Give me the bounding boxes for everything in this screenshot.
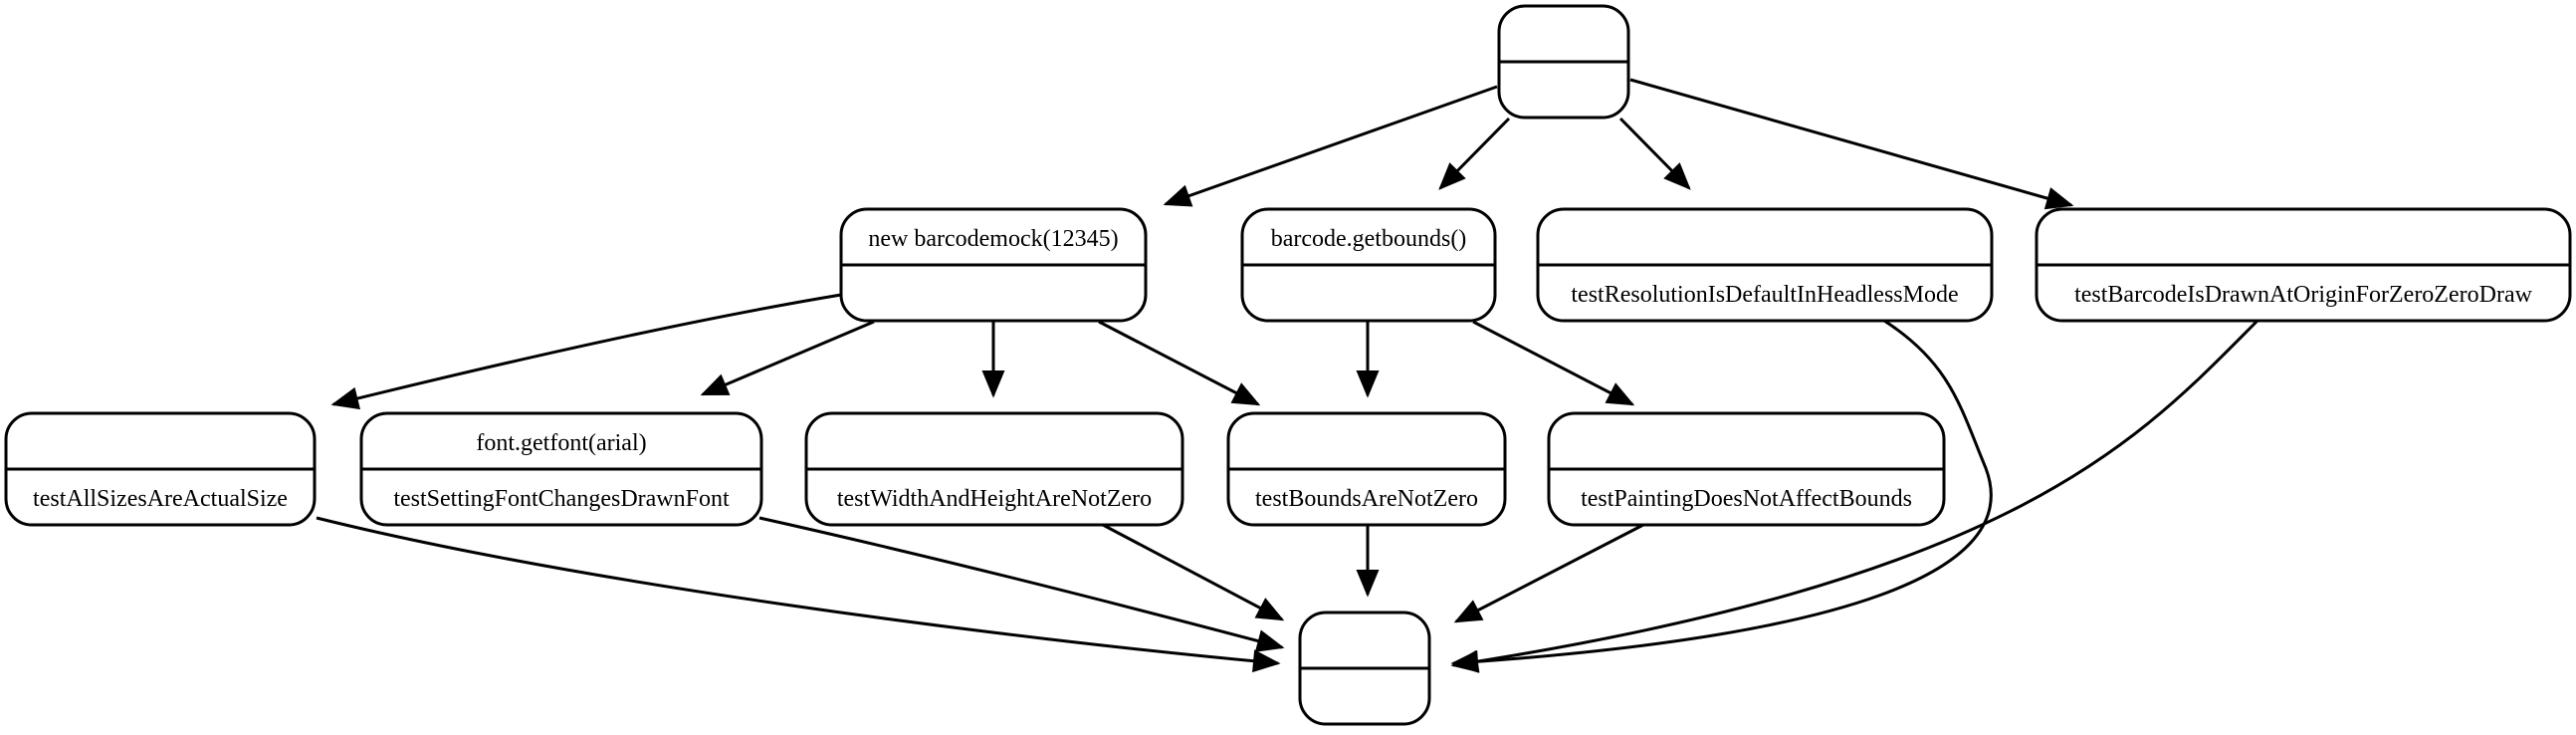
node-end[interactable] [1298,611,1431,726]
edge-test-barcode-origin-to-end [1450,319,2259,673]
nodes-layer: new barcodemock(12345) barcode.getbounds(… [4,4,2572,726]
node-label: testResolutionIsDefaultInHeadlessMode [1571,282,1958,308]
node-label: testAllSizesAreActualSize [33,486,288,512]
arrowhead-icon [1254,629,1285,652]
edge-line [1472,320,1633,406]
edge-new-barcodemock-to-test-all-sizes [330,293,842,410]
edge-line [758,516,1283,649]
edge-line [1098,320,1259,406]
edge-line [316,516,1279,665]
node-barcode-getbounds[interactable]: barcode.getbounds() [1240,207,1497,323]
edge-test-all-sizes-to-end [316,516,1281,673]
node-title: font.getfont(arial) [476,430,646,456]
arrowhead-icon [1254,598,1285,621]
edge-line [1452,319,1993,665]
edge-test-width-height-to-end [1102,523,1285,621]
node-label: testSettingFontChangesDrawnFont [393,486,730,512]
arrowhead-icon [700,373,731,396]
node-test-all-sizes[interactable]: testAllSizesAreActualSize [4,411,317,527]
node-new-barcodemock[interactable]: new barcodemock(12345) [839,207,1148,323]
arrowhead-icon [2043,187,2074,210]
edge-line [1455,523,1644,623]
arrowhead-icon [1230,382,1261,406]
node-test-bounds[interactable]: testBoundsAreNotZero [1226,411,1507,527]
node-label: testBoundsAreNotZero [1255,486,1478,512]
node-start[interactable] [1497,4,1630,120]
node-test-width-height[interactable]: testWidthAndHeightAreNotZero [804,411,1184,527]
edge-barcode-getbounds-to-test-bounds [1356,322,1380,398]
node-test-resolution[interactable]: testResolutionIsDefaultInHeadlessMode [1536,207,1994,323]
edge-start-to-barcode-getbounds [1438,117,1511,190]
arrowhead-icon [1252,649,1281,673]
edge-start-to-test-resolution [1618,117,1691,190]
arrowhead-icon [1453,600,1484,623]
edge-barcode-getbounds-to-test-painting [1472,320,1635,406]
edge-line [332,293,842,406]
edge-font-getfont-to-end [758,516,1285,652]
arrowhead-icon [1663,162,1691,190]
edge-line [1102,523,1283,621]
node-test-painting[interactable]: testPaintingDoesNotAffectBounds [1547,411,1946,527]
edge-test-bounds-to-end [1356,526,1380,598]
edge-start-to-new-barcodemock [1163,85,1498,207]
node-title: new barcodemock(12345) [868,226,1118,252]
node-label: testBarcodeIsDrawnAtOriginForZeroZeroDra… [2074,282,2533,308]
edge-line [1452,319,2259,667]
arrowhead-icon [1163,184,1193,207]
arrowhead-icon [1356,570,1380,598]
node-title: barcode.getbounds() [1271,226,1467,252]
node-label: testPaintingDoesNotAffectBounds [1581,486,1912,512]
arrowhead-icon [1356,370,1380,398]
edge-new-barcodemock-to-font-getfont [700,320,875,396]
arrowhead-icon [1438,162,1466,190]
edge-test-painting-to-end [1453,523,1644,623]
edges-layer [316,78,2259,673]
arrowhead-icon [1450,649,1480,673]
node-font-getfont[interactable]: font.getfont(arial) testSettingFontChange… [359,411,763,527]
arrowhead-icon [1605,382,1635,406]
edge-new-barcodemock-to-test-bounds [1098,320,1261,406]
node-test-barcode-origin[interactable]: testBarcodeIsDrawnAtOriginForZeroZeroDra… [2035,207,2572,323]
edge-line [702,320,875,396]
arrowhead-icon [981,370,1005,398]
edge-new-barcodemock-to-test-width-height [981,322,1005,398]
node-label: testWidthAndHeightAreNotZero [837,486,1152,512]
edge-start-to-test-barcode-origin [1629,78,2074,210]
arrowhead-icon [330,386,361,410]
edge-line [1629,78,2072,207]
edge-line [1165,85,1498,206]
